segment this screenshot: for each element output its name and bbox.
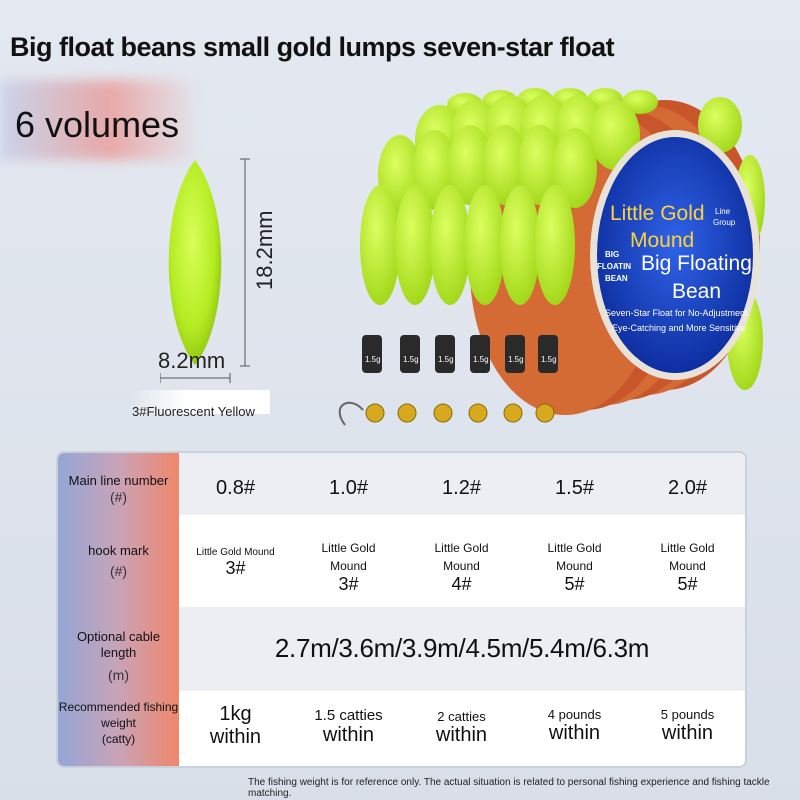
cell-hook-mark-3: Little Gold Mound 4# [434, 541, 489, 594]
table-row-cable-length: Optional cable length (m) 2.7m/3.6m/3.9m… [58, 607, 745, 691]
row-head-hook-mark: hook mark (#) [88, 543, 149, 579]
width-dimension-line [160, 373, 231, 383]
cell-cable-length: 2.7m/3.6m/3.9m/4.5m/5.4m/6.3m [274, 633, 650, 663]
height-dimension-label: 18.2mm [252, 210, 277, 290]
sinker-weight: 1.5g [400, 335, 420, 373]
svg-text:1.5g: 1.5g [473, 355, 489, 364]
table-row-hook-mark: hook mark (#) Little Gold Mound 3# Littl… [58, 515, 745, 607]
sinker-weights: 1.5g 1.5g 1.5g 1.5g 1.5g 1.5g [362, 335, 558, 373]
color-label-highlight [130, 390, 270, 414]
label-small-line3: BEAN [605, 274, 628, 283]
table-side-gradient [58, 453, 179, 766]
svg-text:1.5g: 1.5g [508, 355, 524, 364]
cell-hook-mark-1: Little Gold Mound 3# [196, 547, 275, 578]
cell-hook-mark-2: Little Gold Mound 3# [321, 541, 376, 594]
cell-weight-3: 2 catties within [435, 709, 488, 746]
svg-text:1.5g: 1.5g [438, 355, 454, 364]
product-image: Little Gold Mound Line Group BIG FLOATIN… [338, 88, 765, 426]
float-beans-top [378, 88, 765, 245]
sinker-weight: 1.5g [505, 335, 525, 373]
float-bean-diagram [160, 158, 250, 383]
sinker-weight: 1.5g [435, 335, 455, 373]
cell-main-line-3: 1.2# [442, 477, 481, 499]
cell-main-line-5: 2.0# [668, 477, 707, 499]
cell-weight-4: 4 pounds within [547, 707, 602, 744]
cell-main-line-2: 1.0# [329, 477, 368, 499]
footnote: The fishing weight is for reference only… [248, 777, 770, 799]
svg-text:1.5g: 1.5g [541, 355, 557, 364]
height-dimension-line [240, 158, 250, 367]
label-group-line2: Group [713, 218, 736, 227]
label-brand-line1: Little Gold [610, 202, 705, 225]
label-product-line1: Big Floating [641, 252, 752, 275]
label-small-line2: FLOATIN [597, 262, 631, 271]
row-head-main-line: Main line number (#) [68, 473, 169, 505]
label-brand-line2: Mound [630, 229, 694, 252]
label-tagline1: Seven-Star Float for No-Adjustment [605, 308, 748, 318]
label-small-line1: BIG [605, 250, 619, 259]
float-beans-front [360, 185, 763, 390]
float-bean-shape [168, 160, 222, 365]
row-head-fishing-weight: Recommended fishing weight (catty) [58, 700, 179, 746]
row-head-cable-length: Optional cable length (m) [76, 629, 161, 683]
spool-label [597, 137, 753, 373]
cell-weight-1: 1kg within [209, 703, 262, 748]
sinker-weight: 1.5g [538, 335, 558, 373]
label-tagline2: Eye-Catching and More Sensitive [612, 323, 746, 333]
gold-hooks [365, 403, 555, 423]
cell-hook-mark-5: Little Gold Mound 5# [660, 541, 715, 594]
cell-main-line-1: 0.8# [216, 477, 255, 499]
label-product-line2: Bean [672, 280, 721, 303]
spec-table: Main line number (#) 0.8# 1.0# 1.2# 1.5#… [58, 453, 745, 766]
table-row-main-line: Main line number (#) 0.8# 1.0# 1.2# 1.5#… [58, 453, 745, 515]
sinker-weight: 1.5g [362, 335, 382, 373]
svg-text:1.5g: 1.5g [365, 355, 381, 364]
cell-weight-2: 1.5 catties within [314, 707, 383, 746]
svg-text:1.5g: 1.5g [403, 355, 419, 364]
color-label: 3#Fluorescent Yellow [132, 404, 255, 419]
cell-hook-mark-4: Little Gold Mound 5# [547, 541, 602, 594]
volumes-highlight [0, 80, 200, 160]
label-group-line1: Line [715, 207, 731, 216]
table-row-fishing-weight: Recommended fishing weight (catty) 1kg w… [58, 691, 745, 766]
page-title: Big float beans small gold lumps seven-s… [10, 32, 615, 62]
hook-icon [338, 401, 364, 426]
cell-weight-5: 5 pounds within [660, 707, 715, 744]
width-dimension-label: 8.2mm [158, 348, 226, 373]
sinker-weight: 1.5g [470, 335, 490, 373]
volumes-label: 6 volumes [15, 104, 180, 145]
cell-main-line-4: 1.5# [555, 477, 594, 499]
